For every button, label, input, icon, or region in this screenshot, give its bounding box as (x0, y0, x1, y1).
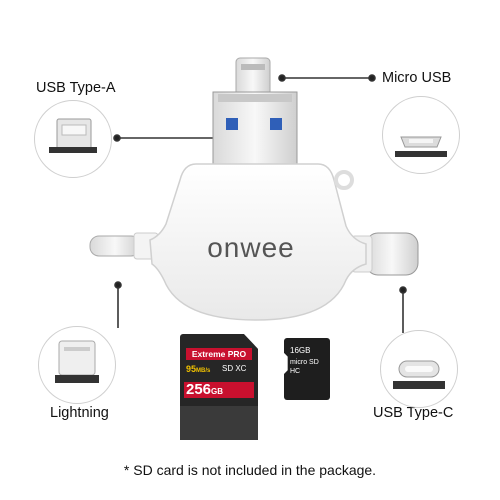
lightning-closeup (38, 326, 116, 404)
usb-type-c-label: USB Type-C (373, 405, 454, 421)
brand-logo: onwee (207, 232, 295, 263)
usb-type-a-label: USB Type-A (36, 80, 116, 96)
sd-series: Extreme PRO (191, 349, 247, 359)
sd-card: Extreme PRO 95MB/s SD XC 256GB (180, 334, 258, 440)
usb-a-pointer-dot (113, 134, 121, 142)
sd-capacity: 256 (186, 381, 212, 398)
usb-c-closeup (380, 330, 458, 408)
footnote: * SD card is not included in the package… (123, 462, 377, 478)
microsd-standard: micro SD HC (290, 359, 319, 375)
sd-speed: 95 (186, 364, 197, 374)
microsd-card: 16GB micro SD HC (284, 338, 330, 400)
sd-capacity-unit: GB (211, 387, 224, 396)
microsd-capacity: 16GB (290, 346, 311, 355)
sd-standard: SD XC (222, 364, 247, 373)
micro-usb-closeup (382, 96, 460, 174)
usb-a-closeup (34, 100, 112, 178)
micro-usb-label: Micro USB (382, 70, 452, 86)
lightning-label: Lightning (50, 405, 109, 421)
sd-speed-unit: MB/s (196, 368, 211, 374)
